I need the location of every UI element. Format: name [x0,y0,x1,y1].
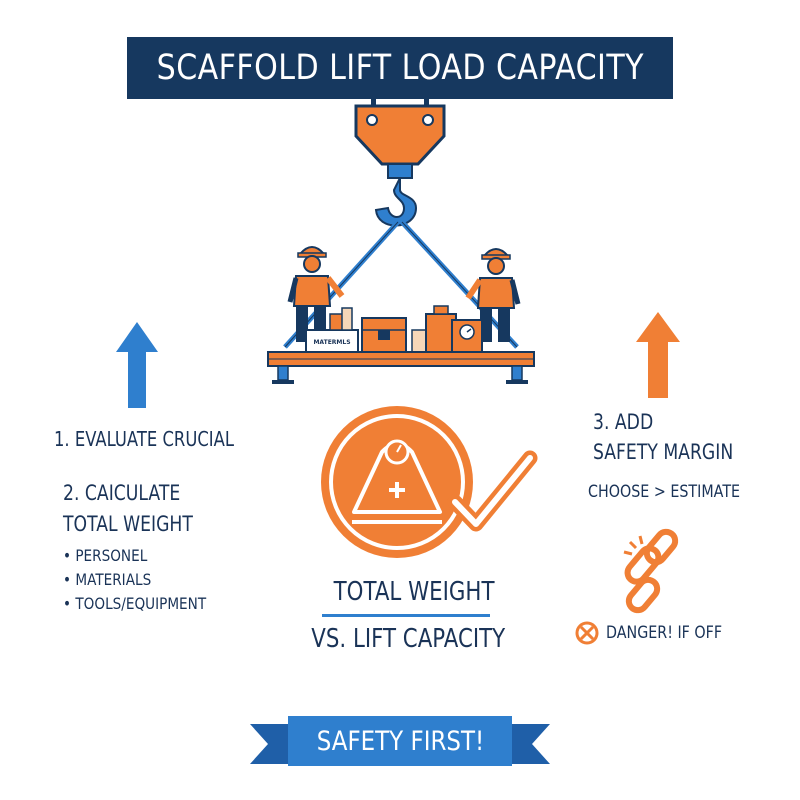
scaffold-platform [267,351,535,384]
worker-left-icon [287,246,345,342]
up-arrow-icon [116,322,158,408]
weight-check-icon [321,406,538,558]
step-2-line-2: TOTAL WEIGHT [63,512,193,536]
sling-right-outline [401,221,518,348]
step-3-line-2: SAFETY MARGIN [593,440,734,464]
step-2-text: 2. CAICULATE TOTAL WEIGHT [63,478,193,540]
hook-strap-right [424,98,429,108]
materials-label: MATERMLS [313,338,351,346]
lift-capacity-heading: VS. LIFT CAPACITY [311,624,506,654]
list-item: TOOLS/EQUIPMENT [63,592,206,616]
step-1-text: 1. EVALUATE CRUCIAL [54,427,234,451]
comparison-text: CHOOSE > ESTIMATE [588,482,741,502]
page-title: SCAFFOLD LIFT LOAD CAPACITY [156,48,644,88]
list-item: MATERIALS [63,568,206,592]
step-3-line-1: 3. ADD [593,410,654,434]
danger-x-icon [575,621,599,645]
list-item: PERSONEL [63,544,206,568]
crane-hook-icon [354,104,446,227]
step-2-line-1: 2. CAICULATE [63,481,181,505]
step-3-text: 3. ADD SAFETY MARGIN [593,407,733,467]
weight-components-list: PERSONEL MATERIALS TOOLS/EQUIPMENT [63,544,206,616]
broken-chain-icon [623,528,679,614]
safety-ribbon [250,716,550,766]
safety-first-banner: SAFETY FIRST! [316,725,484,757]
worker-right-icon [465,248,521,342]
danger-text: DANGER! IF OFF [606,623,723,643]
total-weight-heading: TOTAL WEIGHT [333,577,495,607]
up-arrow-icon-orange [636,312,680,398]
heading-underline [322,614,490,617]
hook-strap-left [371,98,376,108]
title-banner: SCAFFOLD LIFT LOAD CAPACITY [127,37,673,99]
